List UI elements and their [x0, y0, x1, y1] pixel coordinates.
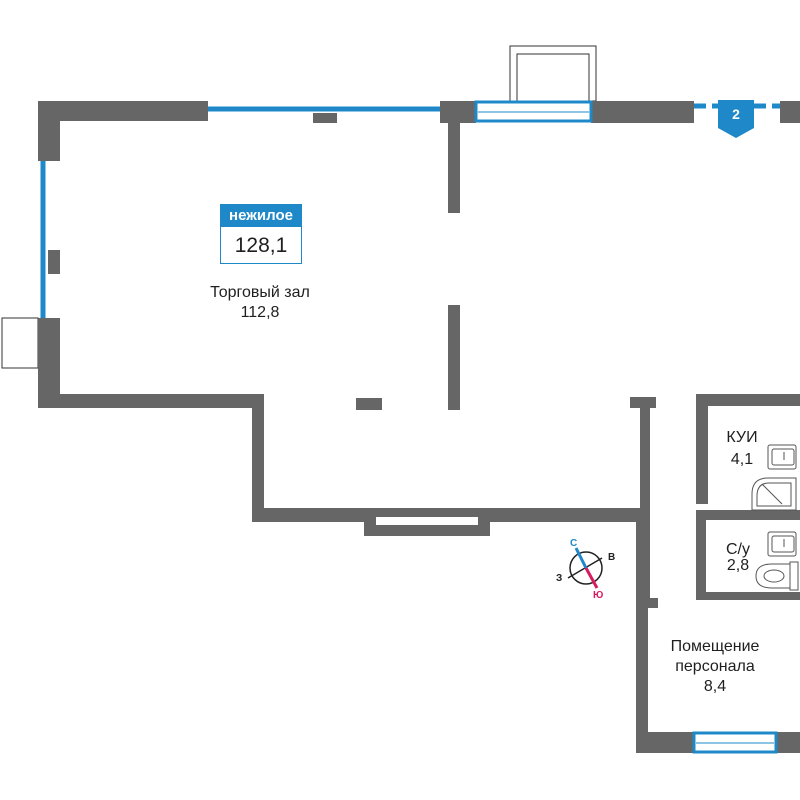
section-marker-icon [718, 100, 754, 138]
shower-tray-icon [751, 477, 797, 511]
room-area-cleaning: 4,1 [730, 451, 754, 468]
room-name-staff-line1: Помещение [670, 638, 760, 655]
compass-west-label: З [556, 573, 563, 584]
compass-icon [567, 547, 603, 589]
toilet-icon [755, 561, 799, 591]
room-area-sales-hall: 112,8 [240, 304, 280, 321]
compass-east-label: В [608, 552, 616, 563]
badge-total-area: 128,1 [234, 234, 288, 257]
compass-north-label: С [570, 538, 578, 549]
walls [38, 101, 800, 753]
badge-type: нежилое [221, 205, 301, 227]
status-badge: нежилое 128,1 [220, 204, 302, 264]
washbasin-icon [767, 531, 797, 557]
compass-south-label: Ю [593, 590, 604, 601]
door-window-opening [376, 517, 478, 525]
balcony-inner [516, 53, 590, 102]
room-area-wc: 2,8 [726, 557, 750, 574]
sink-icon [767, 444, 797, 470]
room-name-cleaning: КУИ [726, 429, 758, 446]
windows [40, 103, 780, 318]
entry-outline [1, 317, 39, 369]
room-name-wc: С/у [726, 541, 750, 558]
section-number: 2 [732, 106, 740, 122]
room-name-staff-line2: персонала [675, 658, 755, 675]
room-name-sales-hall: Торговый зал [210, 284, 310, 301]
room-area-staff: 8,4 [703, 678, 727, 695]
